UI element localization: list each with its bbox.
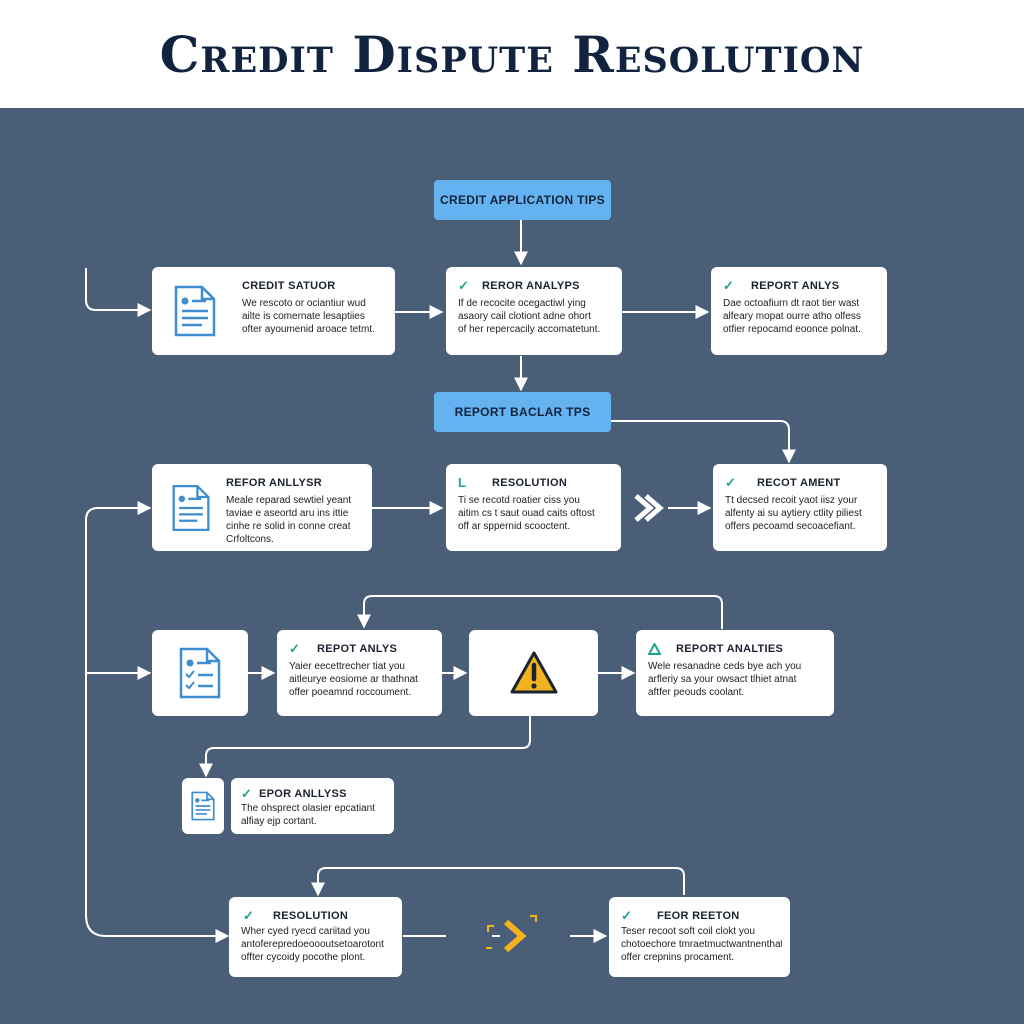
check-icon: ✓ xyxy=(458,278,469,293)
left-vertical-line xyxy=(85,501,152,915)
card-title: REFOR ANLLYSR xyxy=(226,477,322,489)
card-body: Dae octoafiurn dt raot tier wast alfeary… xyxy=(723,298,861,335)
card-body: If de recocite ocegactiwl ying asaory ca… xyxy=(458,298,601,335)
card-title: REPORT ANLYS xyxy=(751,280,840,292)
document-icon xyxy=(191,791,215,821)
card-title: REPORT ANALTIES xyxy=(676,643,784,655)
check-icon: ✓ xyxy=(289,641,300,656)
card-body: The ohsprect olasier epcatiant alfiay ej… xyxy=(241,803,375,827)
card-report-anlys[interactable]: ✓ REPORT ANLYS Dae octoafiurn dt raot ti… xyxy=(711,267,887,355)
document-icon xyxy=(174,285,216,337)
loop-r5c3-r5c1 xyxy=(311,867,685,897)
card-title: RESOLUTION xyxy=(273,910,349,922)
document-icon xyxy=(172,484,210,532)
arrow-left-r5c1 xyxy=(85,914,230,943)
card-small-document[interactable] xyxy=(182,778,224,834)
check-icon: ✓ xyxy=(243,908,254,923)
card-body: Ti se recotd roatier ciss you aitim cs t… xyxy=(458,495,595,532)
check-icon: ✓ xyxy=(241,786,252,801)
card-resolution[interactable]: L RESOLUTION Ti se recotd roatier ciss y… xyxy=(446,464,621,551)
pill-report-tips: REPORT BACLAR TPS xyxy=(434,392,611,432)
card-title: RECOT AMENT xyxy=(757,477,841,489)
chevron-right-icon xyxy=(634,494,664,522)
check-icon: ✓ xyxy=(723,278,734,293)
check-icon: ✓ xyxy=(725,475,736,490)
card-title: CREDIT SATUOR xyxy=(242,280,336,292)
card-recot-ament[interactable]: ✓ RECOT AMENT Tt decsed recoit yaot iisz… xyxy=(713,464,887,551)
card-title: REROR ANALYPS xyxy=(482,280,580,292)
card-repot-anlys[interactable]: ✓ REPOT ANLYS Yaier eecettrecher tiat yo… xyxy=(277,630,442,716)
card-reror-analyps[interactable]: ✓ REROR ANALYPS If de recocite ocegactiw… xyxy=(446,267,622,355)
card-title: EPOR ANLLYSS xyxy=(259,788,347,800)
arrow-pill-middle-r2c3 xyxy=(611,420,796,464)
header-bar: Credit Dispute Resolution xyxy=(0,0,1024,108)
card-body: Wher cyed ryecd cariitad you antoferepre… xyxy=(241,926,384,963)
card-resolution-final[interactable]: ✓ RESOLUTION Wher cyed ryecd cariitad yo… xyxy=(229,897,402,977)
focus-chevron-icon xyxy=(486,915,537,953)
card-feor-reeton[interactable]: ✓ FEOR REETON Teser recoot soft coil clo… xyxy=(609,897,790,977)
entry-arrow xyxy=(85,268,152,317)
card-document-checklist[interactable] xyxy=(152,630,248,716)
card-refor-anllysr[interactable]: REFOR ANLLYSR Meale reparad sewtiel yean… xyxy=(152,464,372,551)
pill-credit-application-tips: CREDIT APPLICATION TIPS xyxy=(434,180,611,220)
card-body: Wele resanadne ceds bye ach you arfleriy… xyxy=(648,661,802,698)
check-icon: ✓ xyxy=(621,908,632,923)
card-title: RESOLUTION xyxy=(492,477,568,489)
card-body: Yaier eecettrecher tiat you aitleurye eo… xyxy=(289,661,418,698)
card-body: We rescoto or ociantiur wud ailte is com… xyxy=(242,298,375,335)
triangle-icon xyxy=(648,643,661,655)
card-epor-anllyss[interactable]: ✓ EPOR ANLLYSS The ohsprect olasier epca… xyxy=(231,778,394,834)
card-body: Tt decsed recoit yaot iisz your alfenty … xyxy=(725,495,862,532)
card-title: REPOT ANLYS xyxy=(317,643,398,655)
card-warning[interactable] xyxy=(469,630,598,716)
loop-r3c4-r3c2 xyxy=(357,595,723,629)
card-credit-satuor[interactable]: CREDIT SATUOR We rescoto or ociantiur wu… xyxy=(152,267,395,355)
card-body: Teser recoot soft coil clokt you chotoec… xyxy=(621,926,782,963)
bracket-icon: L xyxy=(458,475,466,490)
warning-icon xyxy=(510,651,557,694)
arrow-warning-r4 xyxy=(199,716,531,778)
page-title: Credit Dispute Resolution xyxy=(159,24,865,84)
card-report-analties[interactable]: REPORT ANALTIES Wele resanadne ceds bye … xyxy=(636,630,834,716)
card-title: FEOR REETON xyxy=(657,910,740,922)
card-body: Meale reparad sewtiel yeant taviae e ase… xyxy=(226,495,352,545)
checklist-document-icon xyxy=(179,647,221,699)
